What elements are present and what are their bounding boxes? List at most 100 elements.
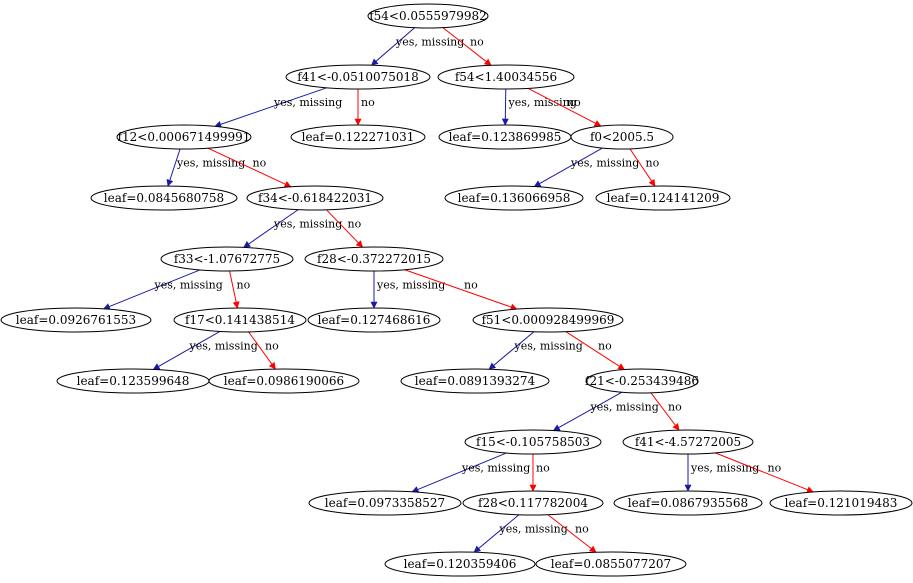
yes-edge-label: yes, missing [499,523,568,536]
no-edge [207,147,292,188]
yes-edge [152,330,221,370]
node-label: f17<0.141438514 [185,313,295,327]
node-label: f21<-0.253439486 [585,374,699,388]
node-ellipse [444,185,584,211]
nodes-layer: f54<0.0555979982 f41<-0.0510075018 f54<1.4… [0,3,913,577]
node-label: leaf=0.123599648 [77,374,190,388]
node-label: f12<0.000671499991 [118,130,251,144]
yes-edge-label: yes, missing [273,218,342,231]
no-edge [547,514,597,553]
node-label: leaf=0.136066958 [458,191,571,205]
node-label: leaf=0.0845680758 [104,191,224,205]
no-edge [565,331,626,371]
node-label: leaf=0.0986190066 [224,374,344,388]
leaf-node: leaf=0.136066958 [444,185,584,211]
node-ellipse [400,368,550,394]
node-ellipse [290,124,426,150]
node-label: f54<1.40034556 [455,70,557,84]
split-node: f15<-0.105758503 [464,429,602,455]
leaf-node: leaf=0.124141209 [595,185,731,211]
yes-edge-label: yes, missing [514,340,583,353]
node-ellipse [585,368,699,394]
node-label: leaf=0.120359406 [404,557,517,571]
split-node: f28<0.117782004 [462,490,604,516]
node-ellipse [160,246,294,272]
node-ellipse [308,490,462,516]
leaf-node: leaf=0.123599648 [56,368,210,394]
yes-edge [166,148,181,187]
split-node: f54<1.40034556 [437,64,575,90]
node-label: f54<0.0555979982 [369,9,487,23]
node-ellipse [208,368,360,394]
node-label: f28<-0.372272015 [317,252,431,266]
leaf-node: leaf=0.121019483 [769,490,913,516]
no-edge-label: no [464,279,478,292]
yes-edge [473,514,520,553]
node-ellipse [613,490,763,516]
node-label: leaf=0.0891393274 [415,374,536,388]
node-ellipse [462,490,604,516]
yes-edge [214,87,327,128]
split-node: f41<-4.57272005 [622,429,754,455]
node-ellipse [90,185,238,211]
node-ellipse [304,246,444,272]
node-label: f41<-4.57272005 [635,435,741,449]
leaf-node: leaf=0.0855077207 [535,551,687,577]
yes-edge-label: yes, missing [189,340,258,353]
no-edge-label: no [598,340,612,353]
leaf-node: leaf=0.0973358527 [308,490,462,516]
yes-edge [488,331,535,370]
no-edge [650,392,680,431]
split-node: f12<0.000671499991 [116,124,252,150]
node-label: f51<0.000928499969 [482,313,615,327]
node-label: leaf=0.0973358527 [325,496,445,510]
yes-edge [533,147,603,187]
node-label: f0<2005.5 [590,130,654,144]
leaf-node: leaf=0.123869985 [438,124,572,150]
yes-edge [552,391,623,431]
node-label: leaf=0.0855077207 [551,557,671,571]
node-label: leaf=0.123869985 [449,130,562,144]
leaf-node: leaf=0.0986190066 [208,368,360,394]
node-label: f33<-1.07672775 [174,252,280,266]
node-ellipse [246,185,384,211]
node-ellipse [173,307,307,333]
leaf-node: leaf=0.0891393274 [400,368,550,394]
yes-edge [370,27,415,66]
no-edge [248,331,276,370]
split-node: f54<0.0555979982 [367,3,489,29]
no-edge-label: no [265,340,279,353]
no-edge-label: no [470,36,484,49]
no-edge-label: no [361,96,375,109]
no-edge [442,27,492,66]
node-label: leaf=0.127468616 [318,313,431,327]
yes-edge-label: yes, missing [570,157,639,170]
node-ellipse [384,551,536,577]
node-label: leaf=0.121019483 [785,496,898,510]
node-ellipse [570,124,674,150]
split-node: f51<0.000928499969 [472,307,624,333]
yes-edge [501,88,509,126]
yes-edge-label: yes, missing [376,279,445,292]
no-edge-label: no [567,96,581,109]
no-edge-label: no [768,462,782,475]
no-edge [527,87,602,127]
yes-edge-label: yes, missing [395,36,464,49]
yes-edge-label: yes, missing [176,157,245,170]
node-label: f15<-0.105758503 [476,435,590,449]
yes-edge-label: yes, missing [690,462,759,475]
no-edge [629,148,656,187]
no-edge-label: no [668,401,682,414]
leaf-node: leaf=0.127468616 [307,307,441,333]
no-edge [326,209,364,248]
node-label: f41<-0.0510075018 [297,70,419,84]
node-ellipse [622,429,754,455]
yes-edge [243,209,299,248]
split-node: f0<2005.5 [570,124,674,150]
yes-edge-label: yes, missing [461,462,530,475]
node-label: leaf=0.124141209 [607,191,720,205]
leaf-node: leaf=0.0926761553 [0,307,152,333]
node-ellipse [769,490,913,516]
node-ellipse [0,307,152,333]
leaf-node: leaf=0.0867935568 [613,490,763,516]
